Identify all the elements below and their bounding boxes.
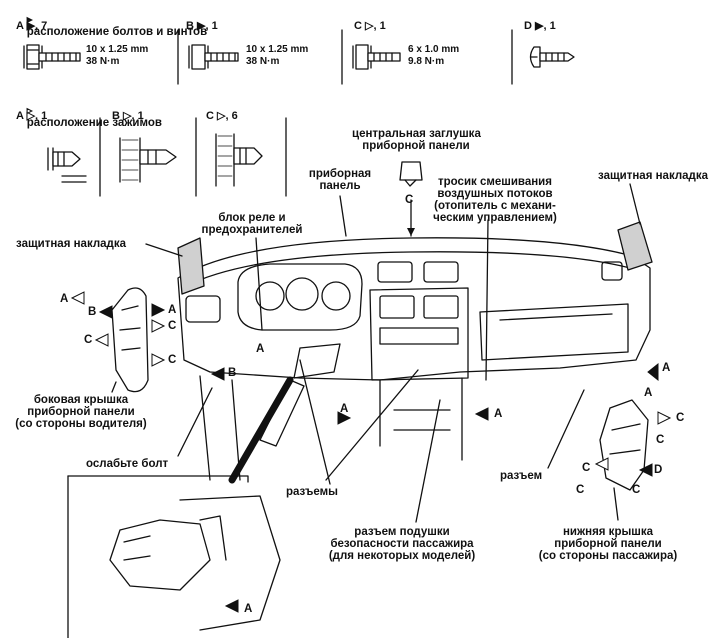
callout-a: A — [662, 362, 671, 374]
leader-line — [255, 237, 263, 331]
callout-a: A — [644, 387, 653, 399]
clip-a-key: A ▷, 1 — [16, 110, 48, 122]
bolt-b-spec-torque: 38 N·m — [246, 56, 280, 67]
leader-line — [299, 359, 331, 485]
callout-d: D — [654, 464, 663, 476]
callout-c: C — [632, 484, 641, 496]
bolts-header-text: расположение болтов и винтов — [26, 26, 208, 38]
clips-header: ▹ расположение зажимов — [14, 93, 162, 141]
callout-a: A — [256, 343, 265, 355]
bolt-c-spec-torque: 9.8 N·m — [408, 56, 445, 67]
bolt-a-spec-torque: 38 N·m — [86, 56, 120, 67]
leader-line — [613, 487, 619, 521]
bolt-c-icon — [352, 44, 401, 70]
leader-line — [145, 243, 183, 257]
bolt-a-spec-size: 10 x 1.25 mm — [86, 44, 149, 55]
driver-side-cover — [111, 287, 149, 393]
relay-block-label: блок реле и предохранителей — [201, 212, 303, 236]
clips-header-text: расположение зажимов — [26, 117, 162, 129]
leader-line — [629, 183, 641, 225]
bolt-a-icon — [23, 44, 81, 70]
right-protective-cover — [617, 221, 653, 271]
callout-c: C — [84, 334, 93, 346]
leader-line — [547, 389, 585, 469]
mix-cable-label: тросик смешивания воздушных потоков (ото… — [433, 176, 557, 224]
callout-b: B — [228, 367, 237, 379]
bolt-b-spec-size: 10 x 1.25 mm — [246, 44, 309, 55]
clip-b-key: B ▷, 1 — [112, 110, 144, 122]
bolts-header: ▸ расположение болтов и винтов — [14, 2, 207, 50]
left-protective-cover — [177, 237, 205, 295]
inset-detail — [67, 475, 281, 638]
steering-column-shroud — [228, 376, 294, 484]
lower-cover-passenger-label: нижняя крышка приборной панели (со сторо… — [538, 526, 678, 562]
bolts-header-marker: ▸ — [26, 14, 33, 26]
callout-c: C — [405, 194, 414, 206]
side-cover-driver-label: боковая крышка приборной панели (со стор… — [15, 394, 147, 430]
bolt-b-icon — [188, 44, 239, 70]
callout-c: C — [576, 484, 585, 496]
bolt-a-key: A ▶, 7 — [16, 20, 48, 32]
dashboard-outline — [177, 237, 651, 481]
connector-label: разъем — [500, 470, 543, 482]
callout-c: C — [656, 434, 665, 446]
callout-c: C — [582, 462, 591, 474]
airbag-connector-label: разъем подушки безопасности пассажира (д… — [328, 526, 476, 562]
callout-a: A — [244, 603, 253, 615]
clip-b-icon — [119, 137, 177, 183]
callout-c: C — [168, 320, 177, 332]
leader-line — [177, 387, 213, 457]
protective-cover-right-label: защитная накладка — [598, 170, 709, 182]
connectors-label: разъемы — [286, 486, 338, 498]
callout-a: A — [340, 403, 349, 415]
instrument-panel-label: приборная панель — [308, 168, 372, 192]
callout-a: A — [168, 304, 177, 316]
callout-a: A — [60, 293, 69, 305]
protective-cover-left-label: защитная накладка — [16, 238, 127, 250]
clip-a-icon — [47, 147, 87, 183]
clip-c-key: C ▷, 6 — [206, 110, 238, 122]
screw-d-key: D ▶, 1 — [524, 20, 556, 32]
center-cap-label: центральная заглушка приборной панели — [352, 128, 481, 152]
bolt-c-spec-size: 6 x 1.0 mm — [408, 44, 460, 55]
leader-line — [415, 399, 441, 523]
callout-a: A — [494, 408, 503, 420]
callout-arrows — [70, 291, 672, 613]
leader-line — [111, 381, 117, 393]
callout-c: C — [676, 412, 685, 424]
clip-c-icon — [215, 133, 263, 187]
callout-c: C — [168, 354, 177, 366]
leader-line — [339, 195, 347, 237]
passenger-lower-cover — [599, 399, 649, 491]
leader-line — [325, 369, 419, 481]
leader-line — [485, 219, 489, 381]
callout-b: B — [88, 306, 97, 318]
screw-d-icon — [529, 46, 575, 68]
loosen-bolt-label: ослабьте болт — [86, 458, 169, 470]
center-cap-part — [399, 161, 423, 187]
clips-header-marker: ▹ — [26, 105, 33, 117]
bolt-c-key: C ▷, 1 — [354, 20, 386, 32]
bolt-b-key: B ▶, 1 — [186, 20, 218, 32]
